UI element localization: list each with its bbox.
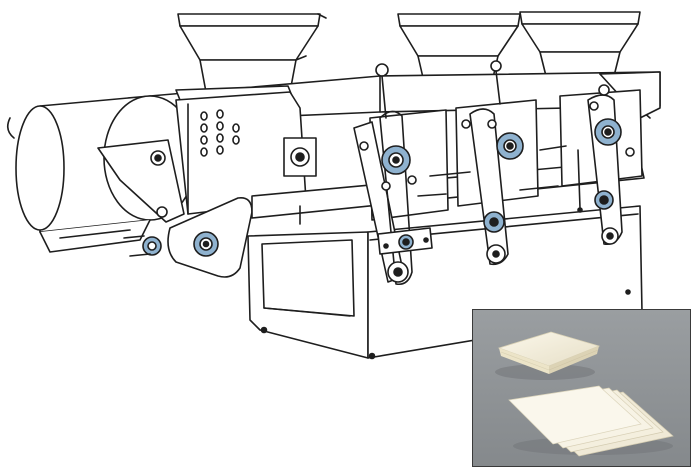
drive-shafts [417,145,567,197]
product-photo-inset [472,309,691,467]
feed-roller-icon [167,196,253,278]
hopper-middle-icon [397,13,521,83]
roller-station-3 [559,84,643,246]
roller-housing [175,91,317,215]
roller-station-1 [353,63,449,286]
roller-station-2 [455,60,539,266]
loose-sheets-icon [508,385,674,457]
drum-bracket-arm [97,139,185,223]
bearing-icon-front-left [123,235,162,257]
hopper-right-icon [519,11,641,77]
hopper-left-icon [177,13,327,93]
sheet-stack-icon [495,331,601,380]
